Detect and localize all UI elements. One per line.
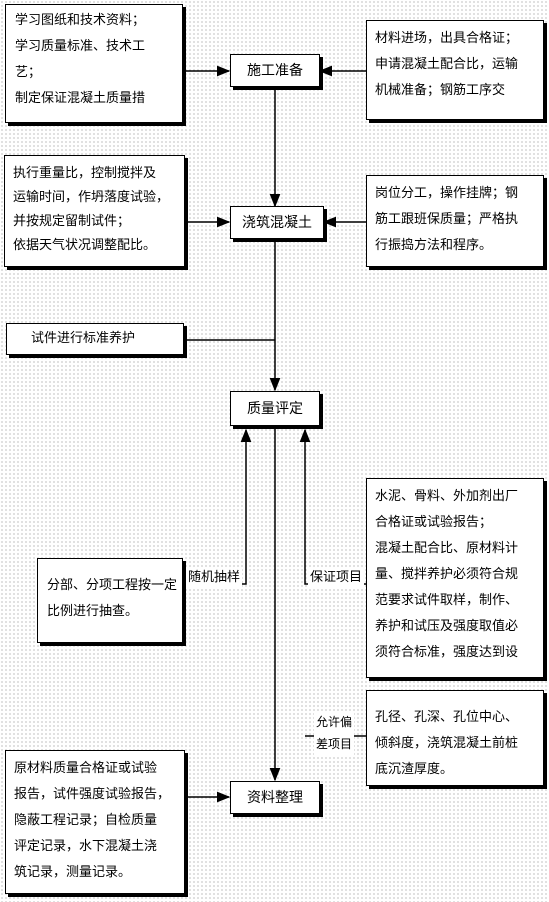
text-line: 学习图纸和技术资料； [15,13,146,28]
text-line: 养护和试压及强度取值必 [375,619,519,634]
left-box-sampling: 分部、分项工程按一定 比例进行抽查。 [37,558,183,643]
text-line: 筋工跟班保质量；严格执 [375,212,519,227]
text-line: 申请混凝土配合比，运输 [375,57,519,72]
left-box-curing: 试件进行标准养护 [6,323,184,355]
text-line: 机械准备；钢筋工序交 [375,83,506,98]
label-guarantee-items: 保证项目 [308,568,365,588]
node-zhiliang: 质量评定 [230,391,320,426]
text-line: 评定记录，水下混凝土浇 [14,839,158,854]
left-box-preparation: 学习图纸和技术资料； 学习质量标准、技术工 艺； 制定保证混凝土质量措 [5,4,183,123]
right-box-guarantee: 水泥、骨料、外加剂出厂 合格证或试验报告； 混凝土配合比、原材料计 量、搅拌养护… [366,478,544,678]
text-line: 行振捣方法和程序。 [375,238,493,253]
text-line: 孔径、孔深、孔位中心、 [375,710,519,725]
arrow-guarantee-to-zhiliang [299,428,366,585]
text-line: 依据天气状况调整配比。 [13,238,157,253]
left-box-records: 原材料质量合格证或试验 报告，试件强度试验报告， 隐蔽工程记录；自检质量 评定记… [5,750,185,894]
text-line: 制定保证混凝土质量措 [15,91,146,106]
right-box-allowable: 孔径、孔深、孔位中心、 倾斜度，浇筑混凝土前桩 底沉渣厚度。 [366,690,544,786]
arrow-random-to-zhiliang [183,428,252,585]
text-line: 范要求试件取样，制作、 [375,593,519,608]
text-line: 倾斜度，浇筑混凝土前桩 [375,736,519,751]
text-line: 水泥、骨料、外加剂出厂 [375,489,519,504]
text-line: 混凝土配合比、原材料计 [375,541,519,556]
text-line: 筑记录，测量记录。 [14,865,132,880]
text-line: 学习质量标准、技术工 [15,39,146,54]
text-line: 量、搅拌养护必须符合规 [375,567,519,582]
text-line: 底沉渣厚度。 [375,762,454,777]
text-line: 报告，试件强度试验报告， [14,787,171,802]
label-allowable-items: 允许偏 差项目 [314,711,355,755]
node-jiaozhu: 浇筑混凝土 [230,206,324,239]
text-line: 允许偏 [316,715,353,729]
text-line: 原材料质量合格证或试验 [14,761,158,776]
text-line: 差项目 [316,737,353,751]
right-box-materials: 材料进场，出具合格证； 申请混凝土配合比，运输 机械准备；钢筋工序交 [366,20,544,120]
label-random-sampling: 随机抽样 [186,568,243,588]
text-line: 分部、分项工程按一定 [47,578,178,593]
text-line: 岗位分工，操作挂牌；钢 [375,186,519,201]
left-box-pouring: 执行重量比，控制搅拌及 运输时间，作坍落度试验， 并按规定留制试件； 依据天气状… [4,155,185,267]
right-box-duties: 岗位分工，操作挂牌；钢 筋工跟班保质量；严格执 行振捣方法和程序。 [366,175,544,267]
text-line: 材料进场，出具合格证； [375,31,519,46]
text-line: 须符合标准，强度达到设 [375,645,519,660]
node-shigong: 施工准备 [230,54,320,87]
text-line: 执行重量比，控制搅拌及 [13,166,157,181]
text-line: 隐蔽工程记录；自检质量 [14,813,158,828]
text-line: 比例进行抽查。 [47,604,139,619]
text-line: 艺； [15,65,42,80]
text-line: 合格证或试验报告； [375,515,493,530]
node-ziliao: 资料整理 [230,781,320,814]
text-line: 运输时间，作坍落度试验， [13,190,170,205]
text-line: 并按规定留制试件； [13,214,131,229]
